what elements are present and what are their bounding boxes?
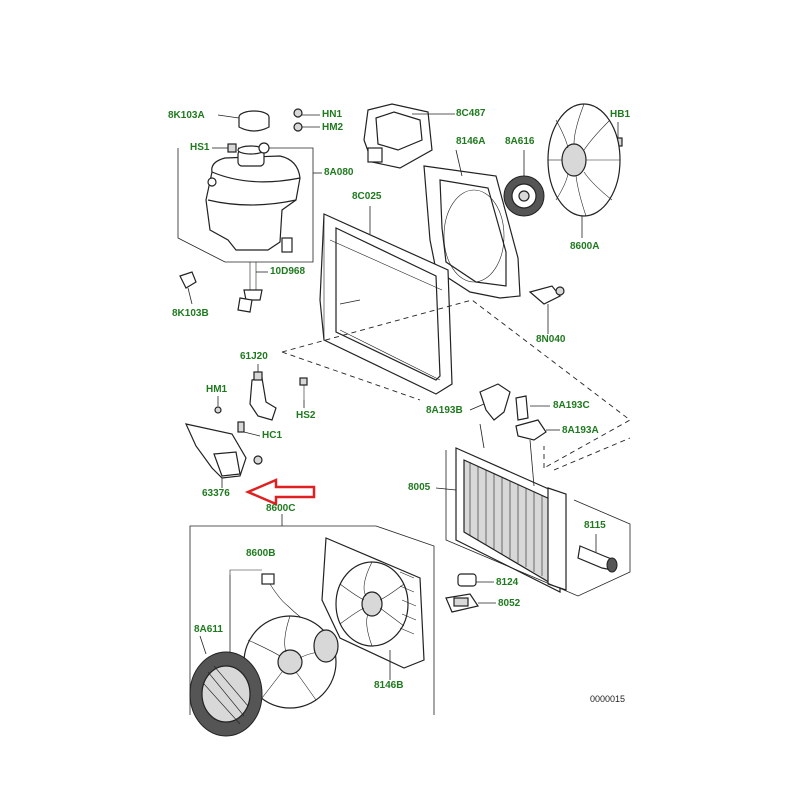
label-8124: 8124 xyxy=(496,577,519,588)
label-61J20: 61J20 xyxy=(240,351,268,362)
figure-number: 0000015 xyxy=(590,694,626,704)
label-8600A: 8600A xyxy=(570,241,600,252)
label-HN1: HN1 xyxy=(322,109,343,120)
expansion-tank-group xyxy=(177,110,322,313)
cap-8K103B-part xyxy=(179,271,197,305)
label-8600C: 8600C xyxy=(266,503,296,514)
radiator-frame-8C025-part xyxy=(319,206,453,395)
label-8C025: 8C025 xyxy=(352,191,382,202)
bolt-HS1-part xyxy=(212,143,237,153)
label-8A616: 8A616 xyxy=(505,136,535,147)
drain-plug-8115-part xyxy=(577,534,618,573)
label-8A611: 8A611 xyxy=(194,624,223,635)
bracket-8052-part xyxy=(445,593,496,613)
label-8A080: 8A080 xyxy=(324,167,354,178)
label-8005: 8005 xyxy=(408,482,431,493)
fan-shroud-8146A-part xyxy=(423,149,521,299)
clip-8124-part xyxy=(457,573,494,587)
label-8146A: 8146A xyxy=(456,136,486,147)
label-HC1: HC1 xyxy=(262,430,283,441)
bracket-8N040-part xyxy=(528,285,565,334)
bracket-63376-part xyxy=(184,423,263,488)
electric-fan-part xyxy=(243,615,339,709)
sensor-61J20-part xyxy=(249,364,277,421)
brackets-8A193-part xyxy=(469,383,560,441)
fastener-HM1-part xyxy=(214,396,222,414)
label-8C487: 8C487 xyxy=(456,108,486,119)
label-8A193C: 8A193C xyxy=(553,400,590,411)
fasteners-HN1-HM2 xyxy=(293,108,320,132)
highlight-arrow xyxy=(244,478,316,506)
label-HS1: HS1 xyxy=(190,142,210,153)
clip-HC1-part xyxy=(237,421,261,437)
label-8115: 8115 xyxy=(584,520,606,531)
fan-clutch-8A611-part xyxy=(189,635,263,737)
label-8052: 8052 xyxy=(498,598,521,609)
label-8A193A: 8A193A xyxy=(562,425,599,436)
expansion-tank-part xyxy=(205,142,301,253)
label-8K103B: 8K103B xyxy=(172,308,209,319)
label-HS2: HS2 xyxy=(296,410,316,421)
radiator-8005-part xyxy=(435,423,567,593)
sensor-10D968-part xyxy=(237,262,268,313)
label-HM1: HM1 xyxy=(206,384,228,395)
label-8146B: 8146B xyxy=(374,680,404,691)
cooling-fan-8600A-part xyxy=(547,103,621,238)
viscous-coupling-8A616-part xyxy=(503,150,545,217)
cover-8C487-part xyxy=(363,103,455,169)
label-8K103A: 8K103A xyxy=(168,110,205,121)
label-10D968: 10D968 xyxy=(270,266,306,277)
label-8600B: 8600B xyxy=(246,548,276,559)
label-HB1: HB1 xyxy=(610,109,631,120)
label-63376: 63376 xyxy=(202,488,230,499)
cap-8K103A-part xyxy=(217,110,270,132)
fan-shroud-8146B-part xyxy=(321,537,425,680)
label-8N040: 8N040 xyxy=(536,334,566,345)
label-HM2: HM2 xyxy=(322,122,344,133)
label-8A193B: 8A193B xyxy=(426,405,463,416)
fastener-HS2-part xyxy=(299,377,308,408)
